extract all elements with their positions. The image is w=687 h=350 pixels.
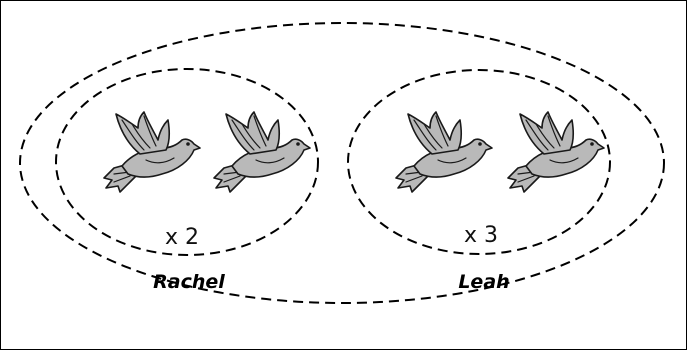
dove-icon <box>213 111 311 193</box>
leah-multiplier: x 3 <box>464 223 498 248</box>
leah-label: Leah <box>458 271 509 293</box>
rachel-multiplier: x 2 <box>165 225 199 250</box>
dove-icon <box>395 111 493 193</box>
leah-ellipse <box>347 69 611 255</box>
dove-icon <box>103 111 201 193</box>
outer-ellipse <box>19 22 665 304</box>
rachel-label: Rachel <box>153 271 225 293</box>
dove-icon <box>507 111 605 193</box>
rachel-ellipse <box>55 68 319 256</box>
